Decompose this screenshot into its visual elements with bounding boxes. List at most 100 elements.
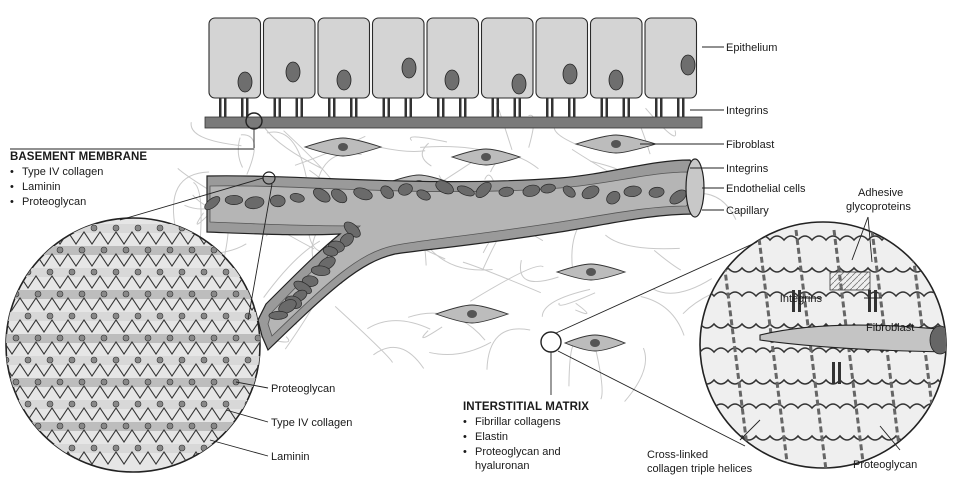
im-item-4: hyaluronan <box>475 460 529 472</box>
integrin <box>241 98 244 117</box>
collagen-fiber <box>569 342 577 386</box>
laminin-node <box>157 225 163 231</box>
laminin-node <box>211 335 217 341</box>
laminin-node <box>255 423 261 429</box>
integrin <box>459 98 462 117</box>
integrin <box>868 290 871 312</box>
label-proteoglycan-left: Proteoglycan <box>271 383 335 395</box>
laminin-node <box>211 247 217 253</box>
integrin <box>383 98 386 117</box>
red-blood-cell <box>225 195 243 205</box>
laminin-node <box>91 225 97 231</box>
integrin <box>623 98 626 117</box>
laminin-node <box>145 423 151 429</box>
integrin <box>388 98 391 117</box>
integrin <box>606 98 609 117</box>
laminin-node <box>135 401 141 407</box>
laminin-node <box>233 335 239 341</box>
collagen-fiber <box>335 306 392 362</box>
im-item-2: Elastin <box>475 431 508 443</box>
laminin-node <box>47 225 53 231</box>
laminin-node <box>79 291 85 297</box>
laminin-node <box>223 313 229 319</box>
laminin-node <box>157 313 163 319</box>
laminin-node <box>3 269 9 275</box>
cell-nucleus <box>609 70 623 90</box>
laminin-node <box>79 335 85 341</box>
laminin-node <box>189 291 195 297</box>
label-cross-linked: Cross-linked <box>647 449 708 461</box>
laminin-node <box>145 247 151 253</box>
basement-membrane-band <box>205 117 702 128</box>
collagen-fiber <box>410 137 447 142</box>
laminin-node <box>101 291 107 297</box>
laminin-node <box>189 335 195 341</box>
laminin-node <box>179 269 185 275</box>
laminin-node <box>123 247 129 253</box>
laminin-node <box>101 379 107 385</box>
collagen-fiber <box>173 172 209 232</box>
laminin-node <box>13 379 19 385</box>
cell-nucleus <box>238 72 252 92</box>
collagen-fiber <box>487 329 530 370</box>
fibroblast-zoom-nucleus <box>930 326 950 354</box>
cell-nucleus <box>445 70 459 90</box>
laminin-node <box>167 423 173 429</box>
fibroblast-nucleus <box>590 339 600 347</box>
laminin-node <box>47 313 53 319</box>
laminin-node <box>157 445 163 451</box>
laminin-node <box>3 225 9 231</box>
fibroblast-nucleus <box>481 153 491 161</box>
integrin <box>838 362 841 384</box>
laminin-node <box>35 335 41 341</box>
collagen-fiber <box>605 235 679 249</box>
im-bullet-2: • <box>463 431 467 443</box>
laminin-node <box>201 401 207 407</box>
im-bullet-1: • <box>463 416 467 428</box>
cell-nucleus <box>512 74 526 94</box>
label-type-iv-collagen-left: Type IV collagen <box>271 417 352 429</box>
collagen-fiber <box>367 321 430 329</box>
laminin-node <box>145 335 151 341</box>
interstitial-matrix-title: INTERSTITIAL MATRIX <box>463 401 589 413</box>
laminin-node <box>245 357 251 363</box>
bm-item-2: Laminin <box>22 181 61 193</box>
basement-membrane-zoom <box>0 218 270 472</box>
laminin-node <box>201 445 207 451</box>
laminin-node <box>113 225 119 231</box>
laminin-node <box>79 379 85 385</box>
laminin-node <box>13 423 19 429</box>
fibroblast-nucleus <box>338 143 348 151</box>
laminin-node <box>57 423 63 429</box>
label-adhesive: Adhesive <box>858 187 903 199</box>
laminin-node <box>201 225 207 231</box>
adhesive-glycoprotein <box>830 272 870 290</box>
laminin-node <box>135 445 141 451</box>
laminin-node <box>79 423 85 429</box>
laminin-node <box>91 313 97 319</box>
laminin-node <box>57 247 63 253</box>
label-proteoglycan-right: Proteoglycan <box>853 459 917 471</box>
laminin-node <box>201 313 207 319</box>
laminin-node <box>113 357 119 363</box>
collagen-fiber <box>267 132 306 177</box>
integrin <box>551 98 554 117</box>
integrin <box>224 98 227 117</box>
integrin <box>628 98 631 117</box>
laminin-node <box>123 291 129 297</box>
collagen-fiber <box>654 250 681 270</box>
interstitial-matrix-zoom <box>700 222 952 470</box>
integrin <box>568 98 571 117</box>
integrin <box>546 98 549 117</box>
integrin <box>874 290 877 312</box>
laminin-node <box>3 401 9 407</box>
laminin-node <box>189 423 195 429</box>
label-epithelium: Epithelium <box>726 42 777 54</box>
laminin-node <box>223 401 229 407</box>
laminin-node <box>91 401 97 407</box>
integrin <box>437 98 440 117</box>
epithelium-layer <box>209 18 697 98</box>
epithelial-integrins <box>219 98 685 117</box>
laminin-node <box>47 445 53 451</box>
integrin <box>464 98 467 117</box>
